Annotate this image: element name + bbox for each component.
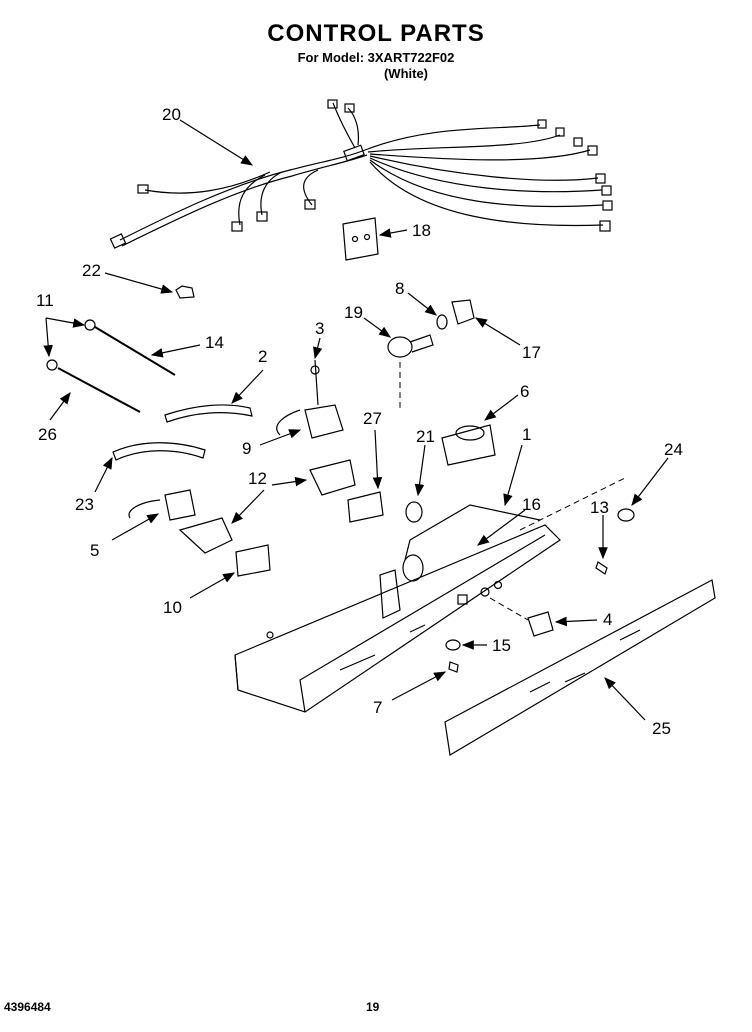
callout-3: 3 [315,319,324,338]
callout-21: 21 [416,427,435,446]
callout-4: 4 [603,610,612,629]
callout-9: 9 [242,439,251,458]
switch-left [128,489,196,521]
callout-11: 11 [36,291,54,310]
callout-numbers: 20 18 22 8 11 19 3 14 17 2 6 26 27 9 21 … [36,105,683,738]
label-large [235,544,271,577]
wiring-harness [109,99,613,249]
insulation-tube-lower [112,442,206,461]
control-housing [234,504,561,713]
washer [617,508,635,522]
screw-small [448,661,459,673]
callout-27: 27 [363,409,382,428]
lamp-socket-ring [436,314,448,330]
grommet [405,501,423,523]
callout-13: 13 [590,498,609,517]
callout-20: 20 [162,105,181,124]
color-label: (White) [383,66,429,81]
callout-18: 18 [412,221,431,240]
callout-5: 5 [90,541,99,560]
screw-right [595,561,608,575]
clip [175,285,195,299]
sensor-rod-upper [84,319,176,376]
model-label: For Model: 3XART722F02 [297,50,455,65]
label-small [347,491,384,523]
callout-15: 15 [492,636,511,655]
switch-bracket-lower [178,517,233,554]
callout-12: 12 [248,469,267,488]
switch-bracket-upper [309,459,356,496]
switch-upper [276,359,344,439]
page-title: CONTROL PARTS [267,20,485,47]
callout-24: 24 [664,440,683,459]
callout-10: 10 [163,598,182,617]
lamp-socket [451,299,475,325]
callout-6: 6 [520,382,529,401]
insulation-tube-upper [164,404,253,423]
callout-2: 2 [258,347,267,366]
page-number: 19 [366,1000,380,1014]
bracket [527,611,554,637]
callout-8: 8 [395,279,404,298]
callout-19: 19 [344,303,363,322]
callout-22: 22 [82,261,101,280]
light-bulb [387,334,434,358]
trim-panel [444,579,716,756]
callout-25: 25 [652,719,671,738]
sensor-rod-lower [46,359,141,413]
callout-14: 14 [205,333,224,352]
temperature-control [441,424,496,466]
callout-26: 26 [38,425,57,444]
callout-17: 17 [522,343,541,362]
callout-1: 1 [522,425,531,444]
callout-23: 23 [75,495,94,514]
mounting-plate [342,217,379,261]
callout-7: 7 [373,698,382,717]
document-number: 4396484 [4,1000,51,1014]
callout-16: 16 [522,495,541,514]
washer-small [445,639,461,651]
